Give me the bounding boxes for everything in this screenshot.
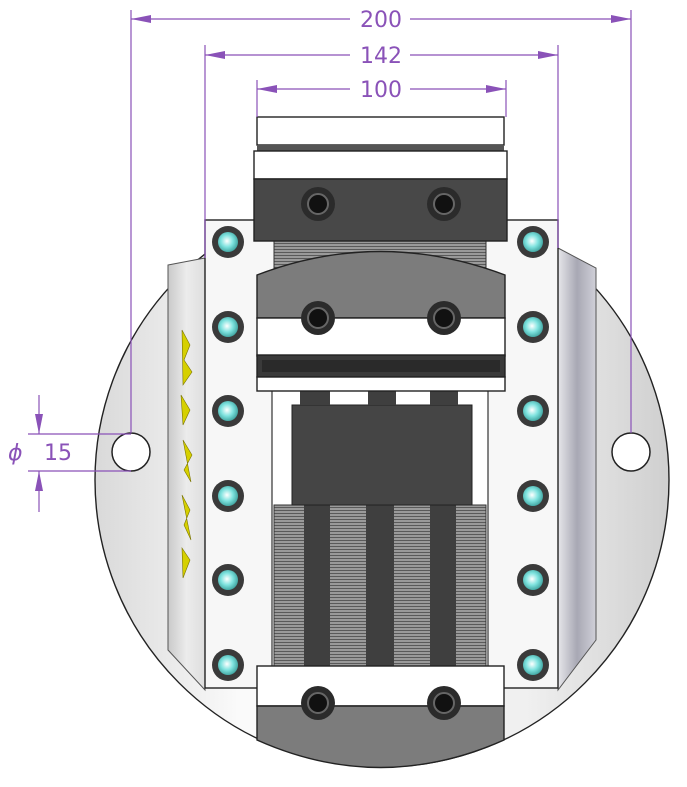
mounting-hole-right [611,432,651,472]
left-rail-screws [212,226,244,681]
dimension-overall-width: 200 [130,8,632,433]
bolt-icon [301,686,335,720]
dimension-label-142: 142 [360,44,402,69]
screw-icon [212,395,244,427]
bolt-icon [301,187,335,221]
bolt-icon [427,686,461,720]
screw-icon [212,649,244,681]
screw-icon [212,311,244,343]
screw-icon [212,226,244,258]
jaw-bolts [301,187,461,720]
fixed-jaw [253,116,508,242]
screw-icon [212,564,244,596]
right-rail-screws [517,226,549,681]
dimension-label-200: 200 [360,8,402,33]
dimension-label-15: 15 [44,441,72,466]
bolt-icon [301,301,335,335]
bottom-jaw [256,665,505,769]
dimension-label-100: 100 [360,78,402,103]
movable-jaw [256,250,506,392]
dimension-hole-diameter: ϕ 15 [8,395,131,512]
mounting-hole-left [111,432,151,472]
diameter-symbol: ϕ [8,441,23,466]
screw-icon [517,395,549,427]
screw-icon [517,311,549,343]
screw-icon [212,480,244,512]
bolt-icon [427,187,461,221]
engraved-markings [180,329,193,579]
screw-icon [517,480,549,512]
dimension-jaw-width: 100 [256,78,507,117]
bolt-icon [427,301,461,335]
screw-icon [517,564,549,596]
screw-icon [517,226,549,258]
serrated-slideway [273,390,487,671]
dimension-rail-width: 142 [204,44,559,258]
screw-icon [517,649,549,681]
